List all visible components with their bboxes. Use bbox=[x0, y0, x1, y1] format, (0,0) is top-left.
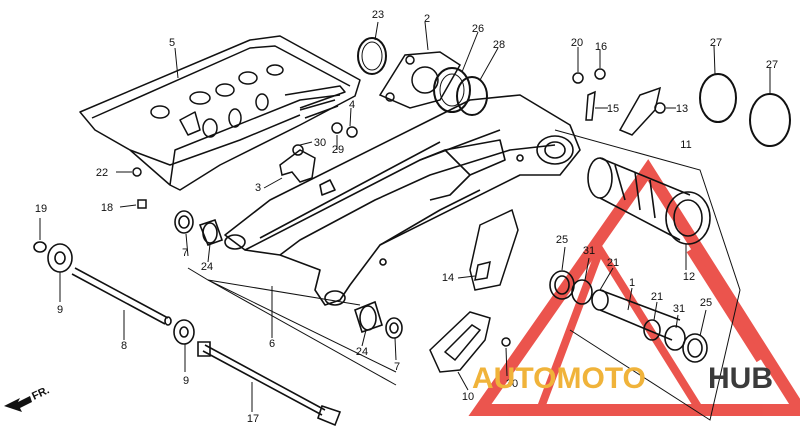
part-14-guide bbox=[469, 208, 519, 291]
callout-4: 4 bbox=[349, 99, 355, 111]
callout-30-top: 30 bbox=[314, 137, 326, 149]
callout-29: 29 bbox=[332, 144, 344, 156]
callout-19: 19 bbox=[35, 203, 47, 215]
part-8-pipe bbox=[71, 267, 172, 326]
part-10-slider bbox=[429, 311, 491, 373]
callout-3: 3 bbox=[255, 182, 261, 194]
callout-27-b: 27 bbox=[766, 59, 778, 71]
callout-11: 11 bbox=[680, 139, 691, 151]
part-6-swingarm bbox=[224, 94, 581, 306]
part-17-bolt bbox=[197, 341, 342, 427]
callout-8: 8 bbox=[121, 340, 127, 352]
callout-26: 26 bbox=[472, 23, 484, 35]
callout-21-bottom: 21 bbox=[651, 291, 663, 303]
part-28-seal bbox=[456, 76, 488, 116]
callout-28: 28 bbox=[493, 39, 505, 51]
part-27-ring-a bbox=[699, 73, 737, 123]
part-5-cover bbox=[79, 35, 361, 191]
callout-16: 16 bbox=[595, 41, 607, 53]
callout-17: 17 bbox=[247, 413, 259, 425]
callout-30-bottom: 30 bbox=[506, 378, 518, 390]
part-3-clamp bbox=[279, 144, 316, 183]
callout-1: 1 bbox=[629, 277, 635, 289]
callout-21-top: 21 bbox=[607, 257, 619, 269]
part-13-bracket bbox=[618, 86, 666, 136]
callout-14: 14 bbox=[442, 272, 454, 284]
watermark-wordmark: AUTOMOTO HUB bbox=[472, 362, 773, 395]
callout-7-top: 7 bbox=[182, 247, 188, 259]
part-11-assembly-outline bbox=[554, 129, 741, 421]
callout-23: 23 bbox=[372, 9, 384, 21]
callout-25-bottom: 25 bbox=[700, 297, 712, 309]
part-27-ring-b bbox=[749, 93, 791, 147]
callout-12: 12 bbox=[683, 271, 695, 283]
callout-22: 22 bbox=[96, 167, 108, 179]
callout-27-a: 27 bbox=[710, 37, 722, 49]
callout-2: 2 bbox=[424, 13, 430, 25]
callout-15: 15 bbox=[607, 103, 619, 115]
part-23-ring bbox=[357, 37, 387, 75]
callout-5: 5 bbox=[169, 37, 175, 49]
callout-20: 20 bbox=[571, 37, 583, 49]
callout-9-left: 9 bbox=[57, 304, 63, 316]
callout-24-top: 24 bbox=[201, 261, 213, 273]
callout-31-bottom: 31 bbox=[673, 303, 685, 315]
callout-labels: 5 23 2 26 28 20 16 27 27 4 30 29 15 13 1… bbox=[35, 9, 778, 425]
front-direction-arrow: FR. bbox=[4, 384, 51, 412]
small-hardware bbox=[132, 68, 606, 347]
watermark-text-hub: HUB bbox=[708, 362, 773, 395]
callout-31-top: 31 bbox=[583, 245, 595, 257]
leader-lines bbox=[39, 21, 771, 412]
callout-10: 10 bbox=[462, 391, 474, 403]
part-2-bracket bbox=[378, 51, 462, 109]
callout-6: 6 bbox=[269, 338, 275, 350]
part-26-seal bbox=[433, 67, 471, 113]
callout-24-bottom: 24 bbox=[356, 346, 368, 358]
watermark-text-automoto: AUTOMOTO bbox=[472, 362, 646, 395]
part-11-boot bbox=[587, 157, 711, 245]
callout-25-top: 25 bbox=[556, 234, 568, 246]
callout-7-bottom: 7 bbox=[394, 361, 400, 373]
callout-13: 13 bbox=[676, 103, 688, 115]
callout-9-bottom: 9 bbox=[183, 375, 189, 387]
callout-18: 18 bbox=[101, 202, 113, 214]
pivot-bushings bbox=[33, 210, 403, 345]
front-direction-label: FR. bbox=[30, 384, 51, 402]
